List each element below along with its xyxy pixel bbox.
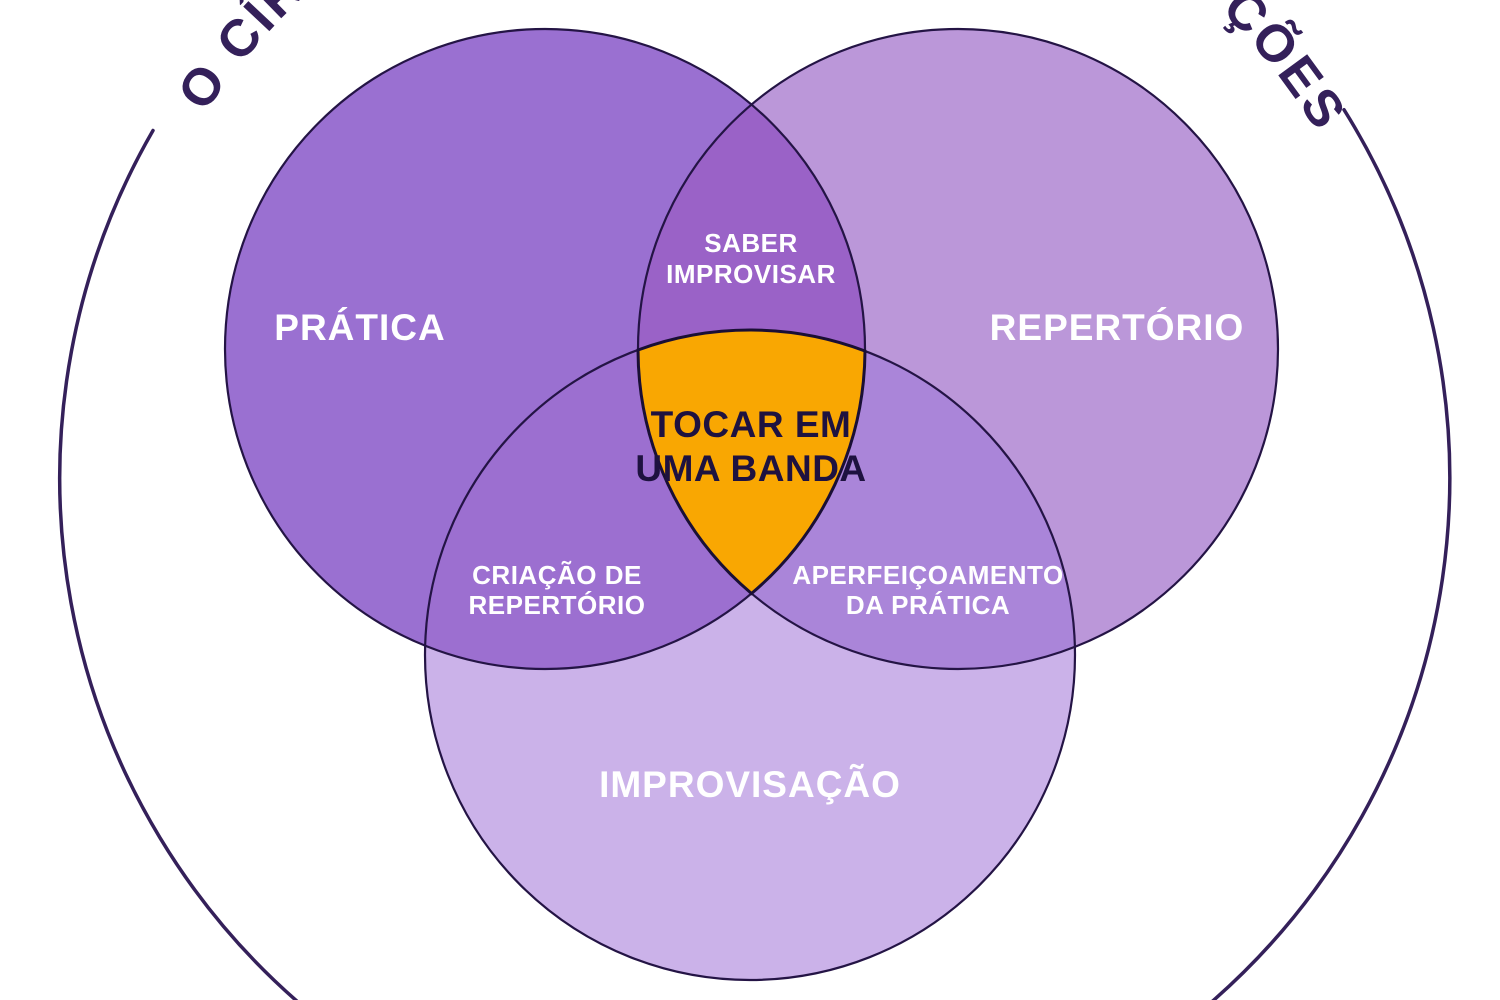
arc-title-right-text: ÇÕES [1212, 0, 1355, 141]
label-criacao-repertorio-line1: CRIAÇÃO DE [472, 560, 642, 590]
label-tocar-em-uma-banda-line2: UMA BANDA [635, 448, 866, 489]
label-saber-improvisar-line1: SABER [704, 228, 798, 258]
outer-ring [58, 107, 1452, 1000]
center-intersection-shape [638, 330, 865, 594]
label-repertorio: REPERTÓRIO [990, 306, 1245, 348]
arc-title-left-text: O CÍR [167, 0, 313, 120]
center-intersection-border [636, 328, 867, 596]
label-pratica: PRÁTICA [274, 307, 445, 348]
arc-title-right: ÇÕES [1212, 0, 1358, 141]
label-criacao-repertorio-line2: REPERTÓRIO [469, 590, 646, 620]
label-saber-improvisar-line2: IMPROVISAR [666, 259, 836, 289]
label-aperfeicoamento-line1: APERFEIÇOAMENTO [792, 560, 1063, 590]
label-aperfeicoamento-line2: DA PRÁTICA [846, 590, 1010, 620]
circle-pratica-outline [223, 27, 867, 671]
label-tocar-em-uma-banda-line1: TOCAR EM [651, 404, 852, 445]
label-improvisacao: IMPROVISAÇÃO [599, 763, 901, 805]
arc-title-left: O CÍR [167, 0, 316, 120]
